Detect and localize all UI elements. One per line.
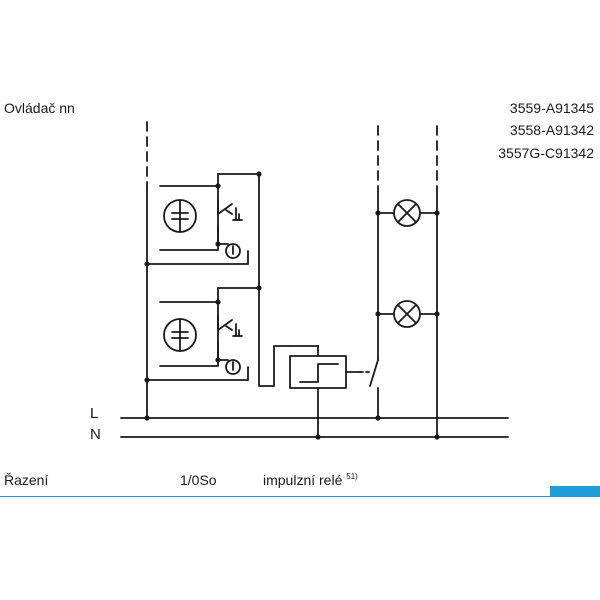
footer-relay: impulzní relé 51) — [263, 472, 358, 491]
footer-mode: 1/0So — [180, 472, 217, 488]
indicator-lamp-icon — [217, 243, 241, 259]
bottom-rule — [0, 496, 600, 497]
impulse-relay-icon — [289, 355, 361, 438]
relay-contact-icon — [359, 359, 379, 387]
page-title: Ovládač nn — [4, 100, 75, 116]
lamp-icon — [377, 199, 438, 227]
accent-block — [550, 486, 600, 497]
footnote-ref: 51) — [346, 472, 358, 481]
junction-dots — [144, 171, 440, 440]
dashed-feeders — [146, 121, 438, 189]
footer-label: Řazení — [4, 472, 49, 488]
lamp-icon — [377, 300, 438, 328]
pushbutton-switch-icon — [159, 173, 260, 251]
article-code-3: 3557G-C91342 — [498, 145, 594, 161]
bus-label-n: N — [90, 426, 101, 443]
bus-label-l: L — [90, 405, 99, 422]
footer-relay-text: impulzní relé — [263, 472, 343, 488]
article-code-2: 3558-A91342 — [509, 122, 594, 138]
pushbutton-switch-icon — [159, 287, 260, 367]
article-code-1: 3559-A91345 — [509, 100, 594, 116]
indicator-lamp-icon — [217, 359, 241, 375]
